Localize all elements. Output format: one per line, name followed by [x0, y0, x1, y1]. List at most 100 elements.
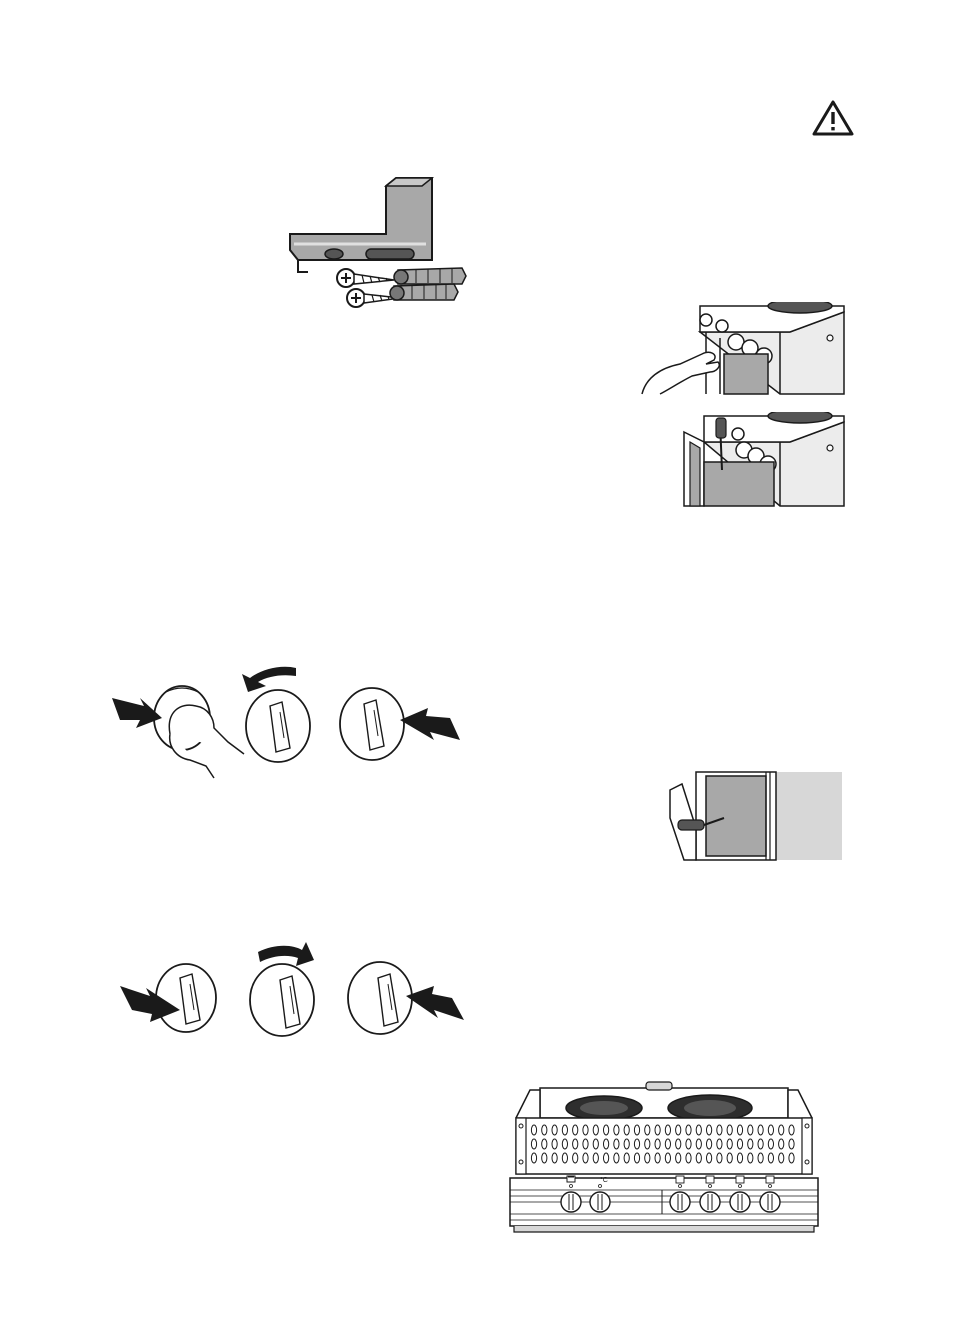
guard-perforation — [686, 1153, 691, 1163]
guard-perforation — [727, 1125, 732, 1135]
guard-perforation — [768, 1125, 773, 1135]
guard-perforation — [562, 1153, 567, 1163]
hand-icon — [642, 352, 719, 394]
screw-icon — [337, 269, 394, 287]
guard-perforation — [542, 1153, 547, 1163]
knob-pull-off — [112, 686, 244, 778]
guard-perforation — [645, 1139, 650, 1149]
rotation-arrow-icon — [258, 942, 314, 966]
guard-perforation — [604, 1139, 609, 1149]
guard-perforation — [789, 1153, 794, 1163]
guard-perforation — [665, 1153, 670, 1163]
guard-perforation — [614, 1153, 619, 1163]
screwdriver-icon — [678, 820, 704, 830]
guard-perforation — [583, 1153, 588, 1163]
screwdriver-icon — [716, 418, 726, 438]
hotplate-position-icon — [736, 1176, 744, 1183]
door-removal-step-2-figure — [680, 412, 846, 508]
guard-perforation — [707, 1125, 712, 1135]
guard-perforation — [737, 1139, 742, 1149]
knob-push-on — [348, 962, 464, 1034]
guard-perforation — [624, 1139, 629, 1149]
knob-turn-clockwise — [250, 942, 314, 1036]
guard-perforation — [779, 1153, 784, 1163]
guard-perforation — [748, 1139, 753, 1149]
guard-perforation — [634, 1153, 639, 1163]
hotplate-position-icon — [766, 1176, 774, 1183]
guard-perforation — [686, 1139, 691, 1149]
guard-perforation — [727, 1153, 732, 1163]
guard-perforation — [552, 1125, 557, 1135]
guard-perforation — [614, 1139, 619, 1149]
guard-perforation — [789, 1139, 794, 1149]
guard-perforation — [686, 1125, 691, 1135]
hotplate-position-icon — [706, 1176, 714, 1183]
guard-perforation — [655, 1153, 660, 1163]
bracket-slot — [366, 249, 414, 259]
guard-perforation — [604, 1153, 609, 1163]
guard-perforation — [562, 1125, 567, 1135]
guard-perforation — [789, 1125, 794, 1135]
guard-perforation — [531, 1125, 536, 1135]
guard-perforation — [717, 1153, 722, 1163]
bracket-hole-round — [325, 249, 343, 259]
guard-perforation — [531, 1139, 536, 1149]
guard-perforation — [593, 1139, 598, 1149]
guard-perforation — [583, 1125, 588, 1135]
guard-perforation — [696, 1139, 701, 1149]
guard-perforation — [645, 1153, 650, 1163]
guard-perforation — [779, 1125, 784, 1135]
guard-perforation — [727, 1139, 732, 1149]
guard-perforation — [573, 1153, 578, 1163]
knob-row-2-figure — [118, 938, 468, 1038]
door-removal-step-1-figure — [640, 302, 846, 396]
guard-perforation — [593, 1125, 598, 1135]
cooker-front-figure: °C — [506, 1078, 822, 1234]
guard-perforation — [665, 1125, 670, 1135]
guard-perforation — [676, 1139, 681, 1149]
guard-perforation — [604, 1125, 609, 1135]
guard-perforation — [583, 1139, 588, 1149]
guard-perforation — [676, 1153, 681, 1163]
rotation-arrow-icon — [400, 708, 460, 740]
guard-perforation — [655, 1125, 660, 1135]
knob-push-on — [340, 688, 460, 760]
rotation-arrow-icon — [406, 986, 464, 1020]
guard-perforation — [717, 1125, 722, 1135]
guard-perforation — [531, 1153, 536, 1163]
wall-plug-icon — [390, 284, 458, 300]
door-glass-removal-figure — [666, 768, 844, 862]
guard-perforation — [758, 1125, 763, 1135]
guard-perforation — [634, 1125, 639, 1135]
knob-turn-counterclockwise — [242, 667, 310, 762]
guard-perforation — [768, 1139, 773, 1149]
wall-plug-icon — [394, 268, 466, 284]
guard-perforation — [665, 1139, 670, 1149]
guard-perforation — [696, 1125, 701, 1135]
guard-perforation — [717, 1139, 722, 1149]
guard-perforation — [737, 1125, 742, 1135]
guard-perforation — [737, 1153, 742, 1163]
hotplate-icon — [768, 302, 832, 313]
guard-perforation — [573, 1125, 578, 1135]
guard-perforation — [542, 1125, 547, 1135]
guard-perforation — [614, 1125, 619, 1135]
guard-perforation — [768, 1153, 773, 1163]
guard-perforation — [707, 1139, 712, 1149]
guard-perforation — [758, 1139, 763, 1149]
hotplate-icon — [768, 412, 832, 423]
guard-perforation — [748, 1125, 753, 1135]
guard-perforation — [552, 1139, 557, 1149]
warning-triangle-icon — [812, 100, 854, 136]
guard-perforation — [696, 1153, 701, 1163]
guard-perforation — [676, 1125, 681, 1135]
guard-perforation — [758, 1153, 763, 1163]
guard-perforation — [573, 1139, 578, 1149]
guard-perforation — [707, 1153, 712, 1163]
guard-perforation — [779, 1139, 784, 1149]
guard-perforation — [593, 1153, 598, 1163]
guard-perforation — [562, 1139, 567, 1149]
oven-temperature-symbol: °C — [600, 1176, 608, 1184]
rotation-arrow-icon — [242, 667, 296, 692]
knob-pull-off — [120, 964, 216, 1032]
